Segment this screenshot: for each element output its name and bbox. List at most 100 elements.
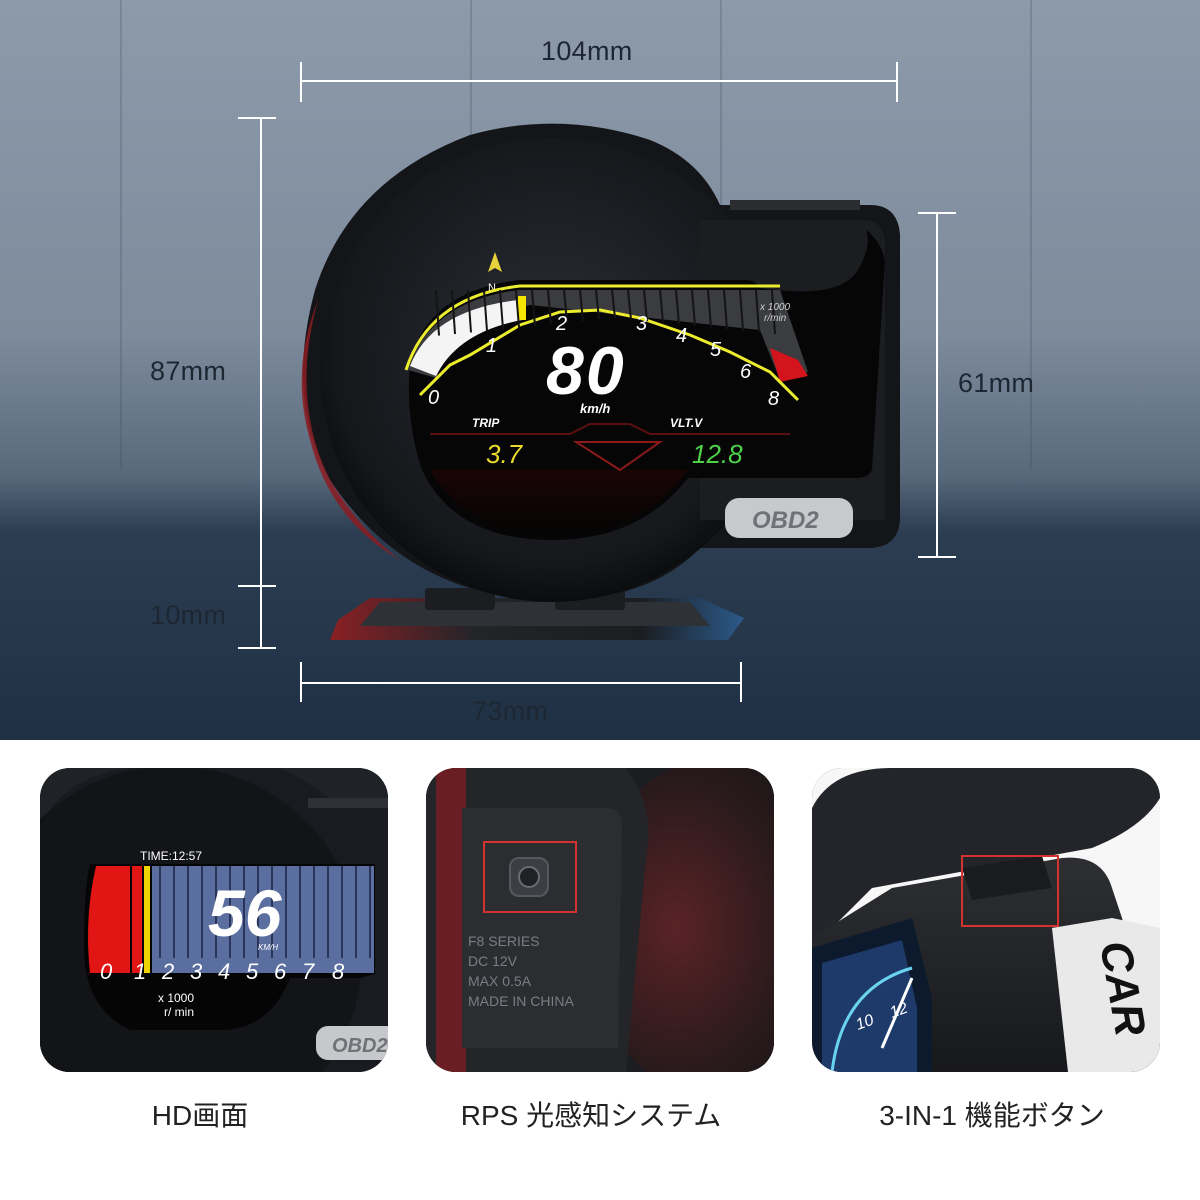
dimension-label-height-screen: 61mm: [958, 368, 1035, 398]
rpm-scale-label: 2: [555, 313, 567, 335]
hd-scale-digit: 2: [161, 959, 174, 984]
rpm-red-zone: [88, 866, 130, 973]
hd-speed-unit: KM/H: [258, 943, 278, 952]
red-accent: [301, 300, 400, 560]
label-line: F8 SERIES: [468, 933, 540, 949]
time-readout: TIME:12:57: [140, 849, 202, 863]
dimension-tick: [238, 647, 276, 649]
hd-rpm-unit-line1: x 1000: [158, 991, 194, 1005]
screen-divider: [430, 423, 790, 435]
hd-scale-digit: 8: [332, 959, 345, 984]
button-highlight-box: [961, 855, 1059, 927]
trip-value: 3.7: [486, 439, 524, 469]
rps-highlight-box: [483, 841, 577, 913]
rpm-scale-label: 0: [428, 387, 439, 409]
rpm-segment-divider: [643, 289, 648, 322]
rpm-segment-divider: [771, 289, 776, 335]
rpm-segment-divider: [499, 289, 504, 330]
rpm-scale-label: 1: [486, 335, 497, 357]
dimension-tick: [238, 585, 276, 587]
rpm-segment-divider: [627, 289, 632, 320]
hud-device: N 0 1 2 3 4 5 6 8 x 1000 r/min 80 km/h T…: [301, 123, 900, 640]
rpm-segment-divider: [579, 289, 584, 322]
card-rps-sensor: F8 SERIES DC 12V MAX 0.5A MADE IN CHINA: [426, 768, 774, 1072]
caption-hd-screen: HD画面: [151, 1100, 249, 1131]
top-button-strip: [730, 200, 860, 210]
top-strip: [308, 798, 388, 808]
rpm-segment-divider: [531, 289, 536, 327]
rpm-scale-label: 4: [676, 325, 687, 347]
rpm-unit-line2: r/min: [764, 313, 787, 324]
rpm-unit-line1: x 1000: [759, 302, 790, 313]
hd-panel-grid: [159, 866, 371, 958]
rpm-segment-divider: [659, 289, 664, 323]
card-hd-screen: TIME:12:57 56 KM/H 0 1 2 3 4 5 6 7 8 x 1…: [40, 768, 388, 1072]
dimension-label-width-top: 104mm: [541, 36, 633, 66]
center-triangle: [572, 441, 664, 472]
stand-hinge: [425, 588, 495, 610]
caption-rps-sensor: RPS 光感知システム: [460, 1100, 722, 1131]
gauge-needle: [880, 977, 914, 1049]
wall-panel-line: [120, 0, 122, 470]
dimension-tick: [740, 662, 742, 702]
dimension-tick: [300, 62, 302, 102]
rpm-inner-line: [418, 308, 800, 402]
rpm-scale-label: 6: [740, 361, 752, 383]
hd-scale-digit: 6: [274, 959, 287, 984]
rpm-segment-dividers: [435, 289, 776, 336]
wall-panel-line: [1030, 0, 1032, 470]
caption-function-buttons: 3-IN-1 機能ボタン: [879, 1100, 1105, 1131]
label-plate: [462, 808, 622, 1048]
compass-letter: N: [488, 282, 496, 294]
rpm-segment-divider: [595, 289, 600, 320]
dimension-tick: [300, 662, 302, 702]
rpm-segment-divider: [483, 289, 488, 331]
rpm-redline: [770, 348, 808, 382]
rpm-segment-divider: [563, 289, 568, 323]
obd2-badge-text: OBD2: [752, 507, 819, 534]
rpm-scale-label: 8: [768, 388, 779, 410]
rpm-scale-label: 5: [710, 339, 722, 361]
hd-scale-digit: 3: [190, 959, 203, 984]
hd-rpm-unit-line2: r/ min: [164, 1005, 194, 1019]
rpm-segment-divider: [707, 289, 712, 328]
brand-badge: [1052, 918, 1160, 1072]
label-line: MAX 0.5A: [468, 973, 532, 989]
function-button: [962, 856, 1052, 900]
dimension-tick: [918, 212, 956, 214]
rpm-red-bar: [132, 866, 142, 973]
trip-label: TRIP: [472, 416, 500, 430]
speed-value: 80: [546, 333, 626, 409]
obd2-badge-text: OBD2: [332, 1035, 388, 1057]
dimension-line-width-top: [300, 80, 898, 82]
rpm-segment-divider: [739, 289, 744, 331]
compass-arrow-icon: [488, 252, 502, 272]
rpm-yellow-bar: [144, 866, 150, 973]
dome-edge: [812, 768, 1160, 948]
rpm-segment-divider: [547, 289, 552, 325]
dimension-tick: [918, 556, 956, 558]
hero-section: 104mm 87mm 10mm 61mm 73mm: [0, 0, 1200, 740]
label-line: MADE IN CHINA: [468, 993, 574, 1009]
dimension-label-height-stand: 10mm: [150, 600, 227, 630]
voltage-value: 12.8: [692, 439, 743, 469]
hd-scale-digit: 1: [134, 959, 146, 984]
sensor-lens-icon: [518, 866, 540, 888]
hd-scale-digit: 4: [218, 959, 230, 984]
rpm-segment-divider: [515, 289, 520, 328]
dimension-tick: [896, 62, 898, 102]
rpm-marker: [518, 296, 526, 320]
rpm-segment-divider: [675, 289, 680, 325]
dimension-line-height-screen: [936, 213, 938, 558]
dimension-line-height-total: [260, 118, 262, 648]
hd-scale-digit: 0: [100, 959, 113, 984]
rpm-segment-divider: [755, 289, 760, 333]
dimension-label-width-base: 73mm: [472, 696, 549, 726]
hd-scale-digit: 7: [302, 959, 315, 984]
obd2-badge: [725, 498, 853, 538]
rpm-segment-divider: [451, 289, 456, 335]
label-line: DC 12V: [468, 953, 518, 969]
rpm-scale-label: 3: [636, 313, 647, 335]
rpm-segment-divider: [611, 289, 616, 319]
red-accent: [436, 768, 466, 1072]
